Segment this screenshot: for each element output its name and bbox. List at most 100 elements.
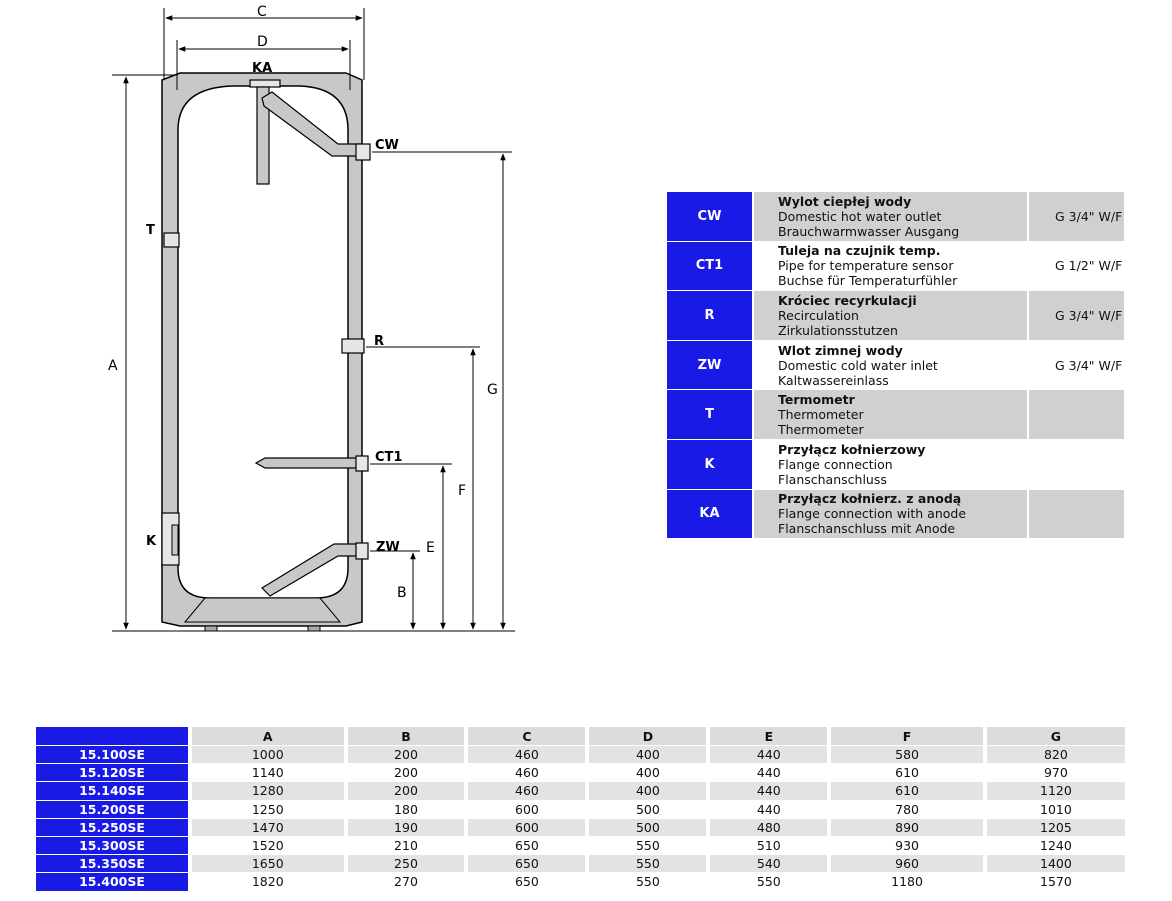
label-d: D [257,34,268,50]
dimension-value: 1205 [986,817,1125,836]
connection-description: Tuleja na czujnik temp.Pipe for temperat… [754,241,1029,292]
label-k: K [146,534,157,549]
label-f: F [458,483,466,499]
dimension-value: 960 [831,854,987,873]
header-cell: F [831,727,987,745]
dimension-value: 1120 [986,781,1125,800]
dimension-value: 460 [468,745,590,764]
header-cell: G [986,727,1125,745]
dimension-value: 1250 [192,799,348,818]
dimension-value: 780 [831,799,987,818]
header-cell: A [192,727,348,745]
connection-code: T [667,390,754,440]
dimension-value: 650 [468,854,590,873]
dimension-value: 930 [831,835,987,855]
dimension-value: 1400 [986,854,1125,873]
dimension-value: 600 [468,817,590,836]
connection-code: CT1 [667,241,754,292]
dimension-value: 1140 [192,763,348,782]
connection-code: KA [667,489,754,540]
dimension-value: 540 [710,854,832,873]
dimension-value: 200 [347,763,469,782]
label-e: E [426,540,435,556]
label-t: T [146,223,155,238]
connection-code: ZW [667,340,754,391]
connection-size: G 3/4" W/F [1029,192,1124,242]
connection-size [1029,439,1124,490]
dimension-value: 180 [347,799,469,818]
header-corner [36,727,192,745]
anode-flange [249,79,281,185]
dimension-value: 200 [347,781,469,800]
connection-code: R [667,291,754,341]
dimension-value: 1010 [986,799,1125,818]
label-b: B [397,585,407,601]
dimension-value: 480 [710,817,832,836]
header-cell: E [710,727,832,745]
dimension-value: 250 [347,854,469,873]
dimension-value: 1570 [986,872,1125,891]
connection-size [1029,390,1124,440]
model-name: 15.140SE [36,781,192,800]
hot-water-outlet-pipe [261,91,371,161]
label-cw: CW [375,138,399,153]
connection-size [1029,489,1124,540]
dimension-value: 500 [589,799,711,818]
header-cell: D [589,727,711,745]
dimension-value: 1820 [192,872,348,891]
label-ct1: CT1 [375,450,402,465]
connection-code: CW [667,192,754,242]
model-name: 15.250SE [36,817,192,836]
cold-water-inlet-pipe [261,542,369,597]
model-name: 15.350SE [36,854,192,873]
dimension-value: 1180 [831,872,987,891]
connection-code: K [667,439,754,490]
connection-size: G 3/4" W/F [1029,340,1124,391]
header-cell: C [468,727,590,745]
dimension-value: 970 [986,763,1125,782]
dimension-value: 1240 [986,835,1125,855]
sensor-pipe [254,455,369,472]
dimension-value: 550 [589,835,711,855]
connection-size: G 1/2" W/F [1029,241,1124,292]
dimensions-header-row: A B C D E F G [36,727,1125,745]
dimension-value: 550 [589,872,711,891]
label-r: R [374,334,384,349]
dimension-lines [112,8,515,632]
dimension-value: 190 [347,817,469,836]
label-ka: KA [252,61,272,76]
dimension-value: 210 [347,835,469,855]
label-a: A [108,358,118,374]
dimension-value: 460 [468,763,590,782]
dimension-value: 550 [589,854,711,873]
thermometer-socket [163,232,180,248]
dimension-value: 1520 [192,835,348,855]
connection-size: G 3/4" W/F [1029,291,1124,341]
dimension-value: 400 [589,763,711,782]
header-cell: B [347,727,469,745]
label-g: G [487,382,498,398]
model-name: 15.400SE [36,872,192,891]
connection-row: CT1 Tuleja na czujnik temp.Pipe for temp… [667,241,1124,292]
dimension-value: 650 [468,872,590,891]
model-name: 15.100SE [36,745,192,764]
model-name: 15.300SE [36,835,192,855]
dimension-value: 890 [831,817,987,836]
